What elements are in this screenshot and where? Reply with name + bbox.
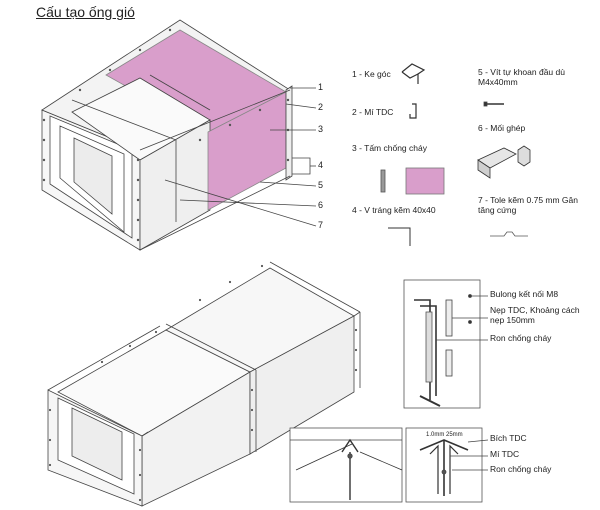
legend-item-7: 7 - Tole kẽm 0.75 mm Gân tăng cứng [478, 195, 578, 215]
duct-assembly-view [47, 261, 361, 507]
v-angle-icon [388, 227, 411, 246]
legend-item-1: 1 - Ke góc [352, 69, 391, 79]
callout-5: 5 [318, 180, 324, 190]
page-title: Cấu tạo ống gió [36, 4, 135, 20]
label-fire-gasket-2: Ron chống cháy [490, 464, 552, 474]
detail-box-top [403, 279, 488, 409]
fireproof-strip-icon [380, 169, 386, 193]
sheet-rib-icon [490, 231, 528, 237]
legend-item-6: 6 - Mối ghép [478, 123, 526, 133]
callout-7: 7 [318, 220, 324, 230]
part-icons [380, 63, 531, 246]
callout-6: 6 [318, 200, 324, 210]
legend-item-4: 4 - V tráng kẽm 40x40 [352, 205, 436, 215]
label-tdc-flange: Bích TDC [490, 433, 527, 443]
callout-2: 2 [318, 102, 324, 112]
label-bolt: Bulong kết nối M8 [490, 289, 559, 299]
legend-item-5: 5 - Vít tự khoan đầu dù M4x40mm [478, 67, 565, 87]
duct-exploded-view [41, 19, 317, 251]
callout-3: 3 [318, 124, 324, 134]
callout-4: 4 [318, 160, 324, 170]
label-dimensions: 1.0mm 25mm [426, 432, 463, 438]
joint-icon [477, 145, 531, 179]
detail-box-bottom-right [405, 427, 489, 503]
fireproof-board-icon [405, 167, 445, 195]
label-fire-gasket-1: Ron chống cháy [490, 333, 552, 343]
screw-icon [483, 101, 504, 107]
legend-item-2: 2 - Mí TDC [352, 107, 394, 117]
corner-bracket-icon [401, 63, 426, 84]
legend-item-3: 3 - Tấm chống cháy [352, 143, 427, 153]
tdc-flange-icon [409, 103, 417, 119]
callout-1: 1 [318, 82, 324, 92]
label-tdc-clip: Nẹp TDC, Khoảng cách nẹp 150mm [490, 305, 580, 325]
label-tdc-edge: Mí TDC [490, 449, 520, 459]
detail-box-bottom-left [289, 427, 403, 503]
